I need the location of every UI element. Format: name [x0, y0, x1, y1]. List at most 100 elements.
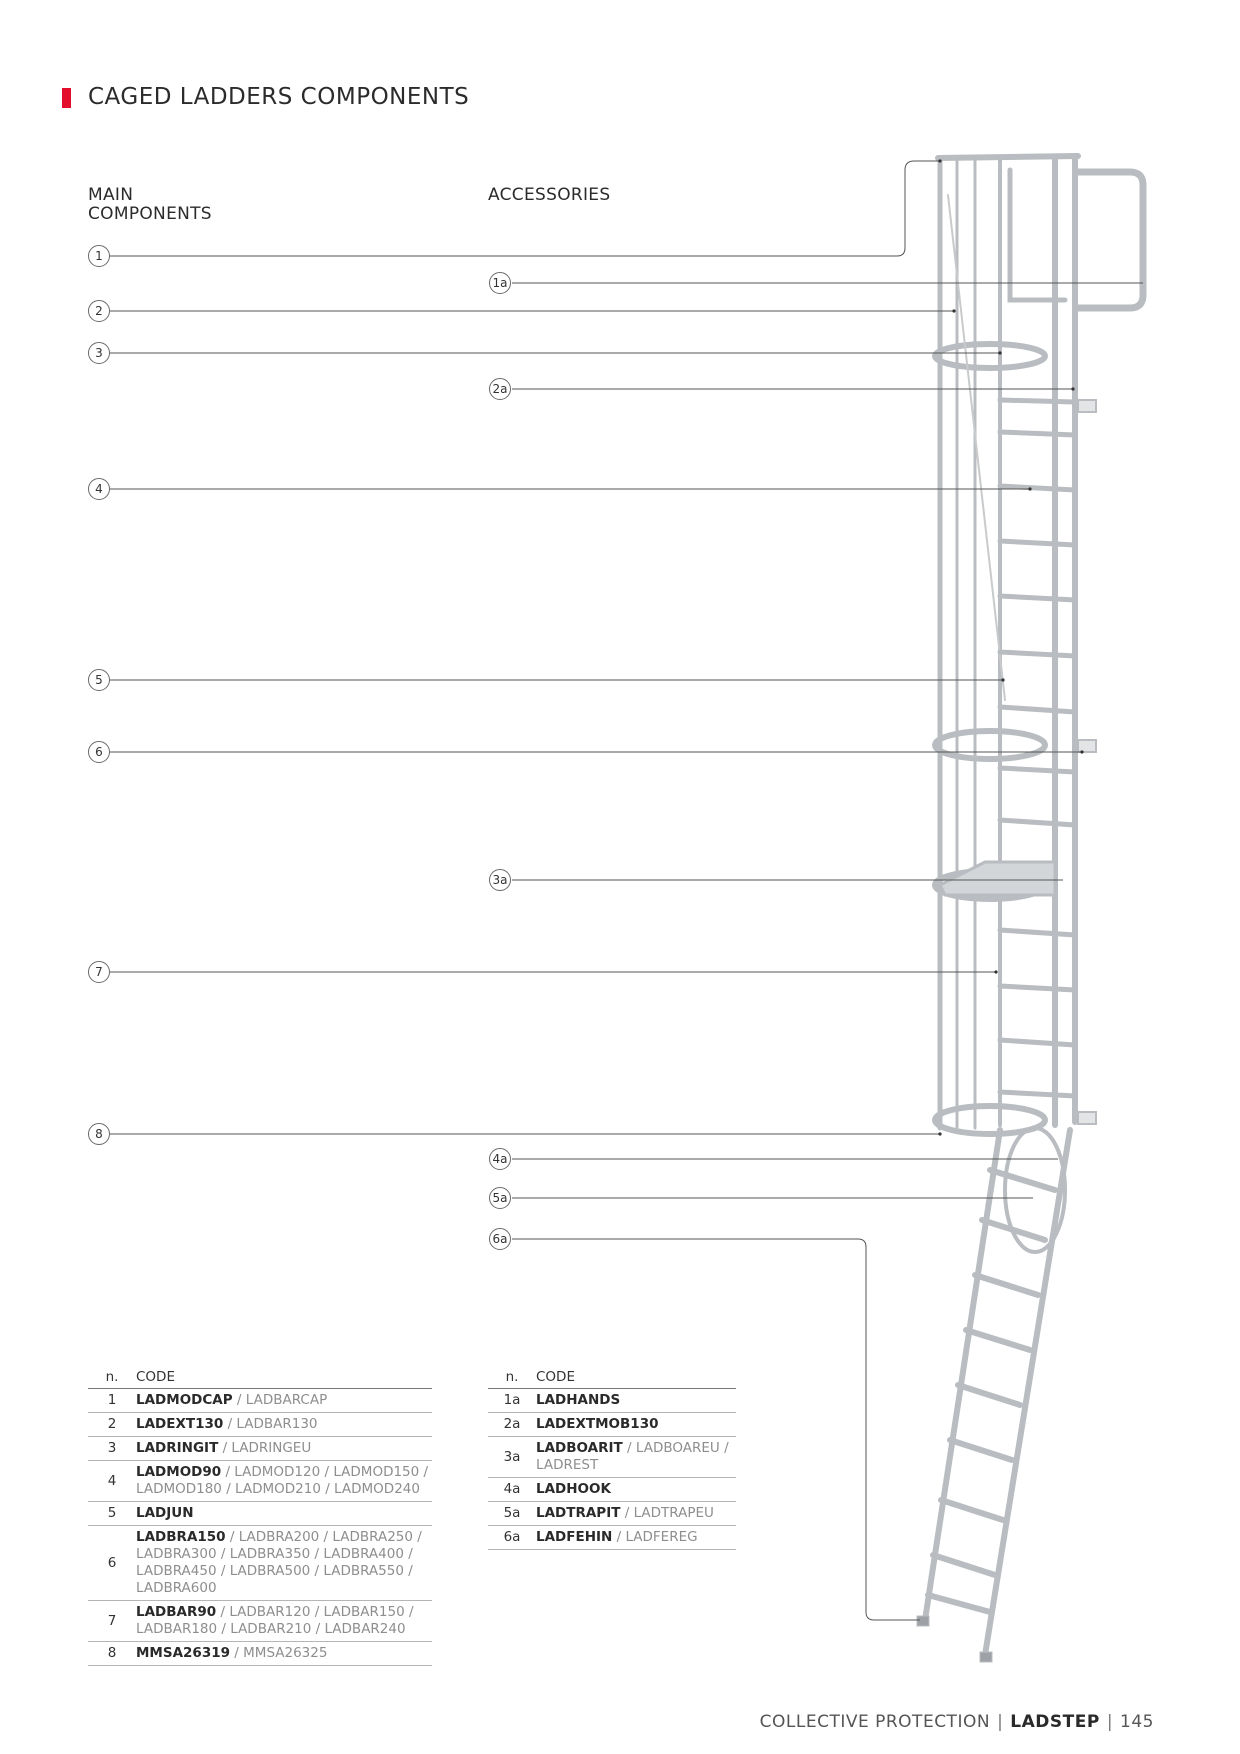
footer-separator: | — [1106, 1712, 1114, 1732]
alt-codes: / LADBRA200 / LADBRA250 / LADBRA300 / LA… — [136, 1529, 422, 1596]
main-code: LADBAR90 — [136, 1604, 217, 1620]
title-accent-bar — [62, 88, 71, 108]
alt-codes: / LADFEREG — [612, 1529, 698, 1545]
page-number: 145 — [1120, 1712, 1154, 1732]
row-number: 5a — [488, 1501, 536, 1526]
row-number: 6 — [88, 1525, 136, 1601]
alt-codes: / LADRINGEU — [218, 1440, 312, 1456]
alt-codes: / LADTRAPEU — [620, 1505, 714, 1521]
callout-7: 7 — [88, 961, 110, 983]
column-header-code: CODE — [136, 1366, 432, 1389]
callout-1a: 1a — [489, 272, 511, 294]
main-code: LADMODCAP — [136, 1392, 233, 1408]
main-code: LADHANDS — [536, 1392, 621, 1408]
column-header-code: CODE — [536, 1366, 736, 1389]
main-code: LADBRA150 — [136, 1529, 226, 1545]
main-code: MMSA26319 — [136, 1645, 231, 1661]
alt-codes: / LADBARCAP — [232, 1392, 328, 1408]
row-code-cell: LADMODCAP / LADBARCAP — [136, 1388, 432, 1413]
callout-2: 2 — [88, 300, 110, 322]
row-code-cell: LADJUN — [136, 1501, 432, 1526]
callout-6: 6 — [88, 741, 110, 763]
row-code-cell: LADHOOK — [536, 1477, 736, 1502]
table-header-row: n. CODE — [488, 1366, 736, 1389]
alt-codes: / LADBAR130 — [223, 1416, 318, 1432]
main-code: LADTRAPIT — [536, 1505, 621, 1521]
callout-1: 1 — [88, 245, 110, 267]
main-code: LADRINGIT — [136, 1440, 219, 1456]
page-title: CAGED LADDERS COMPONENTS — [88, 84, 470, 110]
callout-5a: 5a — [489, 1187, 511, 1209]
footer-brand: LADSTEP — [1010, 1712, 1100, 1732]
row-code-cell: LADMOD90 / LADMOD120 / LADMOD150 / LADMO… — [136, 1460, 432, 1502]
row-number: 4a — [488, 1477, 536, 1502]
callout-3: 3 — [88, 342, 110, 364]
column-header-n: n. — [488, 1366, 536, 1389]
main-code: LADMOD90 — [136, 1464, 222, 1480]
row-number: 3 — [88, 1436, 136, 1461]
table-header-row: n. CODE — [88, 1366, 432, 1389]
row-code-cell: LADHANDS — [536, 1388, 736, 1413]
callout-4: 4 — [88, 478, 110, 500]
alt-codes: / LADMOD120 / LADMOD150 / LADMOD180 / LA… — [136, 1464, 429, 1497]
main-code: LADEXTMOB130 — [536, 1416, 659, 1432]
row-number: 1 — [88, 1388, 136, 1413]
alt-codes: / LADBAR120 / LADBAR150 / LADBAR180 / LA… — [136, 1604, 414, 1637]
row-number: 5 — [88, 1501, 136, 1526]
callout-4a: 4a — [489, 1148, 511, 1170]
callout-6a: 6a — [489, 1228, 511, 1250]
row-code-cell: MMSA26319 / MMSA26325 — [136, 1641, 432, 1666]
callout-8: 8 — [88, 1123, 110, 1145]
row-code-cell: LADFEHIN / LADFEREG — [536, 1525, 736, 1550]
row-code-cell: LADBOARIT / LADBOAREU / LADREST — [536, 1436, 736, 1478]
main-code: LADBOARIT — [536, 1440, 623, 1456]
row-number: 6a — [488, 1525, 536, 1550]
row-number: 8 — [88, 1641, 136, 1666]
page-footer: COLLECTIVE PROTECTION | LADSTEP | 145 — [760, 1712, 1154, 1732]
main-components-heading: MAIN COMPONENTS — [88, 185, 212, 224]
row-number: 1a — [488, 1388, 536, 1413]
row-code-cell: LADTRAPIT / LADTRAPEU — [536, 1501, 736, 1526]
row-code-cell: LADEXT130 / LADBAR130 — [136, 1412, 432, 1437]
row-code-cell: LADBRA150 / LADBRA200 / LADBRA250 / LADB… — [136, 1525, 432, 1601]
main-code: LADFEHIN — [536, 1529, 613, 1545]
row-code-cell: LADEXTMOB130 — [536, 1412, 736, 1437]
callout-2a: 2a — [489, 378, 511, 400]
row-number: 4 — [88, 1460, 136, 1502]
main-code: LADJUN — [136, 1505, 194, 1521]
main-code: LADEXT130 — [136, 1416, 224, 1432]
main-code: LADHOOK — [536, 1481, 611, 1497]
accessories-heading: ACCESSORIES — [488, 185, 611, 205]
alt-codes: / MMSA26325 — [230, 1645, 328, 1661]
row-number: 2a — [488, 1412, 536, 1437]
row-code-cell: LADRINGIT / LADRINGEU — [136, 1436, 432, 1461]
row-number: 2 — [88, 1412, 136, 1437]
callout-3a: 3a — [489, 869, 511, 891]
row-number: 3a — [488, 1436, 536, 1478]
row-code-cell: LADBAR90 / LADBAR120 / LADBAR150 / LADBA… — [136, 1600, 432, 1642]
footer-separator: | — [997, 1712, 1004, 1732]
row-number: 7 — [88, 1600, 136, 1642]
column-header-n: n. — [88, 1366, 136, 1389]
footer-section: COLLECTIVE PROTECTION — [759, 1712, 991, 1732]
alt-codes: / LADBOAREU / LADREST — [536, 1440, 729, 1473]
callout-5: 5 — [88, 669, 110, 691]
